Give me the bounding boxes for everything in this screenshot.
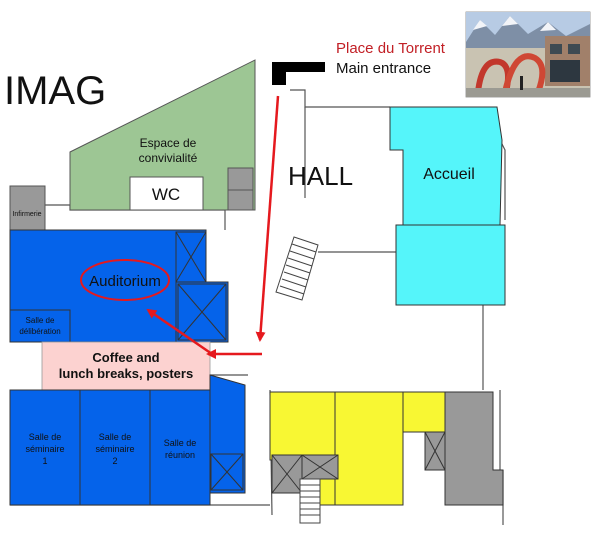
auditorium-highlight (80, 259, 170, 301)
infirmerie-room (9, 185, 46, 231)
lower-staircase (299, 478, 321, 524)
seminar-annex (209, 374, 246, 494)
seminaire-1-room (9, 389, 81, 506)
hall-staircase (275, 236, 319, 301)
entrance-label: Main entrance (336, 60, 431, 77)
seminaire-1-line1: Salle de (29, 432, 62, 442)
espace-label-line2: convivialité (139, 151, 198, 165)
auditorium-label: Auditorium (89, 273, 161, 290)
reunion-line2: réunion (165, 450, 195, 460)
accueil-lower (395, 224, 506, 306)
coffee-label-line2: lunch breaks, posters (59, 366, 193, 381)
route-path (146, 95, 280, 359)
deliberation-label-line1: Salle de (26, 316, 55, 325)
gray-room-right (444, 391, 504, 506)
wc-label: WC (152, 185, 180, 204)
seminaire-2-line3: 2 (112, 456, 117, 466)
wc-room (129, 176, 204, 211)
infirmerie-label: Infirmerie (12, 211, 41, 218)
stair-block-top (227, 167, 254, 211)
yellow-room-middle (334, 391, 404, 506)
espace-convivialite-room (69, 59, 256, 211)
hall-label: HALL (288, 161, 353, 191)
deliberation-room (9, 309, 71, 343)
auditorium-cross-boxes (175, 231, 227, 341)
yellow-room-right (402, 391, 446, 433)
entrance-arrow-icon (272, 62, 325, 85)
entrance-place-label: Place du Torrent (336, 40, 446, 57)
coffee-label-line1: Coffee and (92, 350, 159, 365)
seminaire-2-line1: Salle de (99, 432, 132, 442)
reunion-room (149, 389, 211, 506)
seminaire-1-line3: 1 (42, 456, 47, 466)
building-name: IMAG (4, 69, 106, 113)
seminaire-2-room (79, 389, 151, 506)
deliberation-label-line2: délibération (19, 327, 60, 336)
seminar-cross-box (210, 453, 244, 491)
seminaire-1-line2: séminaire (25, 444, 64, 454)
accueil-label: Accueil (423, 166, 475, 183)
seminaire-2-line2: séminaire (95, 444, 134, 454)
lower-cross-boxes (271, 431, 446, 494)
espace-label-line1: Espace de (140, 136, 197, 150)
coffee-area (41, 341, 211, 391)
reunion-line1: Salle de (164, 438, 197, 448)
entrance-photo (465, 11, 591, 98)
